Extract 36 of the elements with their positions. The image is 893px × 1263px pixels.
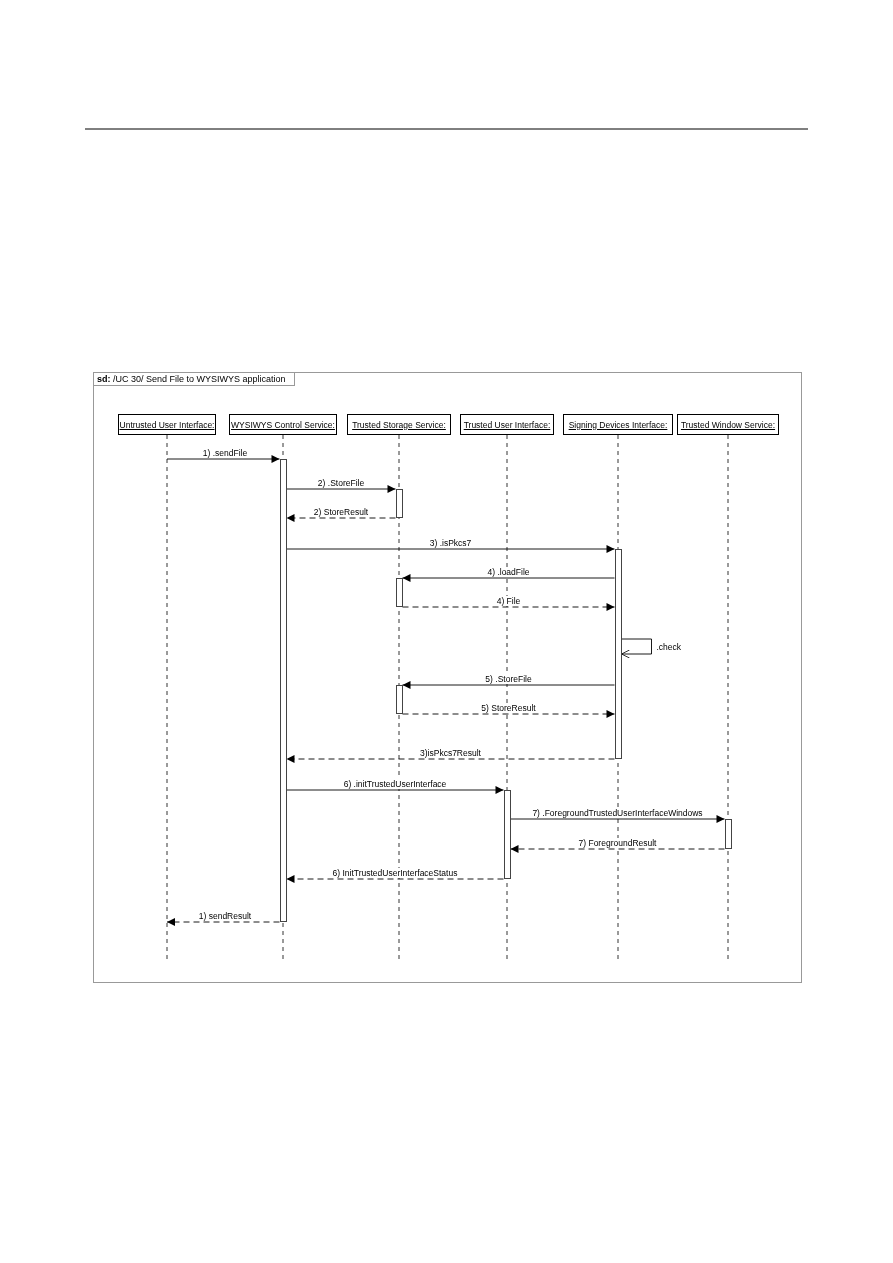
lifeline-head: [118, 414, 216, 435]
lifeline-head: [460, 414, 554, 435]
message-label: 5) StoreResult: [480, 703, 537, 713]
lifeline-head: [563, 414, 673, 435]
lifeline-name: Trusted Window Service:: [680, 419, 776, 430]
activation-bar: [503, 790, 511, 879]
activation-bar: [395, 685, 403, 714]
message-label: 1) sendResult: [197, 911, 253, 921]
activation-bar: [395, 489, 403, 518]
message-label: 7) ForegroundResult: [577, 838, 658, 848]
message-label: 6) InitTrustedUserInterfaceStatus: [331, 868, 459, 878]
lifeline-head: [229, 414, 337, 435]
message-label: 1) .sendFile: [201, 448, 249, 458]
lifeline-head: [677, 414, 779, 435]
lifeline-name: Trusted Storage Service:: [352, 419, 446, 430]
lifeline-name: Trusted User Interface:: [463, 419, 551, 430]
frame-box: [93, 372, 802, 983]
message-label: .check: [655, 642, 683, 652]
message-label: 2) StoreResult: [312, 507, 370, 517]
message-label: 2) .StoreFile: [316, 478, 366, 488]
message-label: 3)isPkcs7Result: [419, 748, 482, 758]
lifeline-name: Untrusted User Interface:: [119, 419, 215, 430]
lifeline-name: Signing Devices Interface:: [568, 419, 668, 430]
message-label: 3) .isPkcs7: [428, 538, 473, 548]
message-label: 4) File: [495, 596, 522, 606]
message-label: 5) .StoreFile: [484, 674, 533, 684]
activation-bar: [724, 819, 732, 849]
message-label: 4) .loadFile: [486, 567, 531, 577]
lifeline-name: WYSIWYS Control Service:: [231, 419, 335, 430]
message-label: 7) .ForegroundTrustedUserInterfaceWindows: [531, 808, 704, 818]
activation-bar: [614, 549, 622, 759]
message-label: 6) .initTrustedUserInterface: [342, 779, 448, 789]
frame-title: sd: /UC 30/ Send File to WYSIWYS application: [94, 373, 295, 386]
activation-bar: [395, 578, 403, 607]
activation-bar: [279, 459, 287, 922]
lifeline-head: [347, 414, 451, 435]
